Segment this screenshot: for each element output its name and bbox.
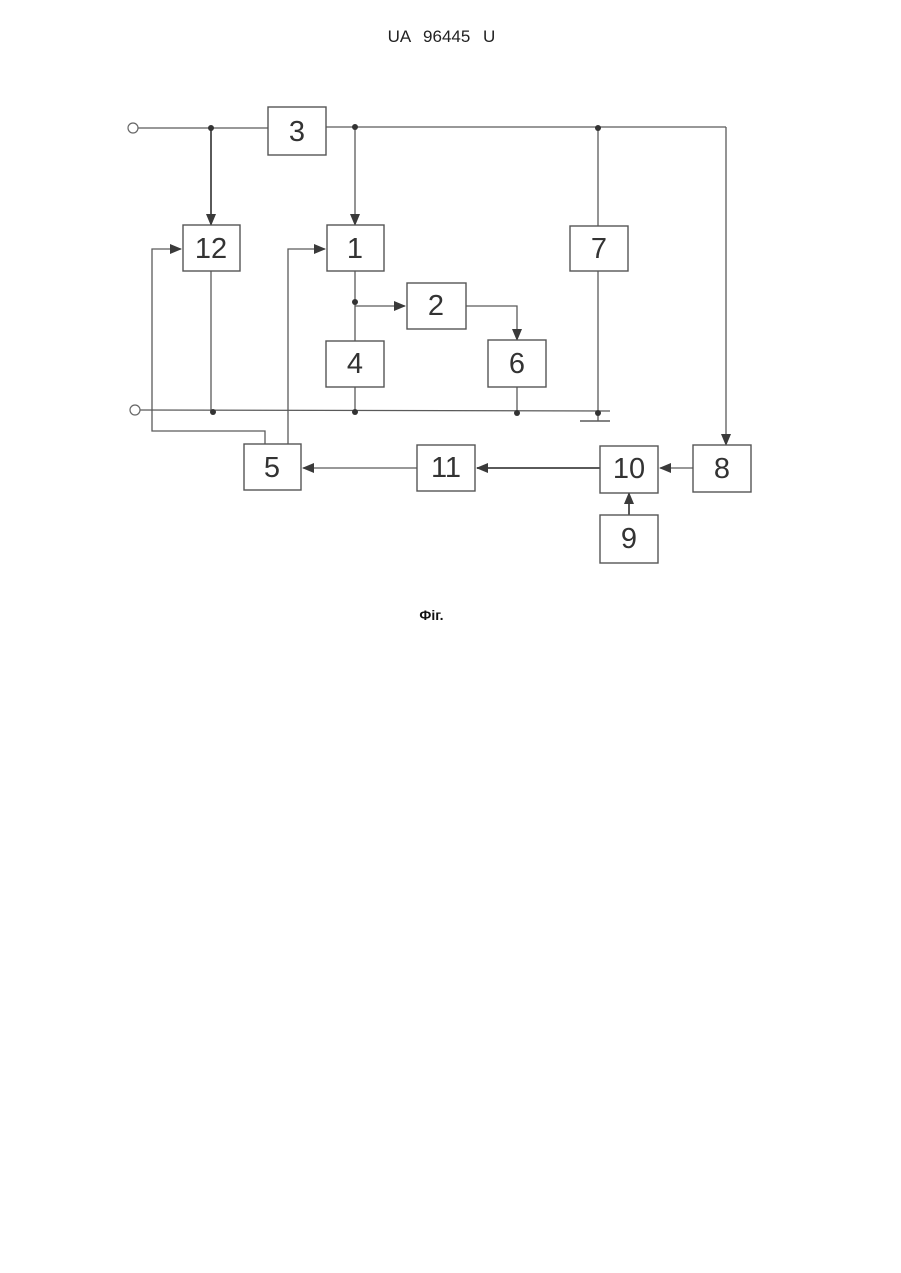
block-5-label: 5	[264, 452, 280, 484]
block-11-label: 11	[431, 452, 461, 484]
junction-dot	[352, 409, 358, 415]
junction-dot	[352, 124, 358, 130]
junction-dot	[514, 410, 520, 416]
block-12-label: 12	[195, 233, 227, 265]
block-1-label: 1	[347, 233, 363, 265]
terminals	[128, 123, 140, 415]
block-2-label: 2	[428, 290, 444, 322]
junction-dot	[210, 409, 216, 415]
input-terminal-bottom	[130, 405, 140, 415]
block-8-label: 8	[714, 453, 730, 485]
wire-2-to-6	[466, 306, 517, 340]
block-9-label: 9	[621, 523, 637, 555]
junction-dot	[208, 125, 214, 131]
blocks	[183, 107, 751, 563]
figure-caption: Фіг.	[0, 607, 863, 623]
wire-5-to-1	[288, 249, 325, 444]
junction-dot	[595, 125, 601, 131]
block-3-label: 3	[289, 116, 305, 148]
block-4-label: 4	[347, 348, 363, 380]
wire-5-to-12	[152, 249, 265, 444]
junction-dot	[595, 410, 601, 416]
input-terminal-top	[128, 123, 138, 133]
block-7-label: 7	[591, 233, 607, 265]
junction-dot	[352, 299, 358, 305]
block-6-label: 6	[509, 348, 525, 380]
block-10-label: 10	[613, 453, 645, 485]
